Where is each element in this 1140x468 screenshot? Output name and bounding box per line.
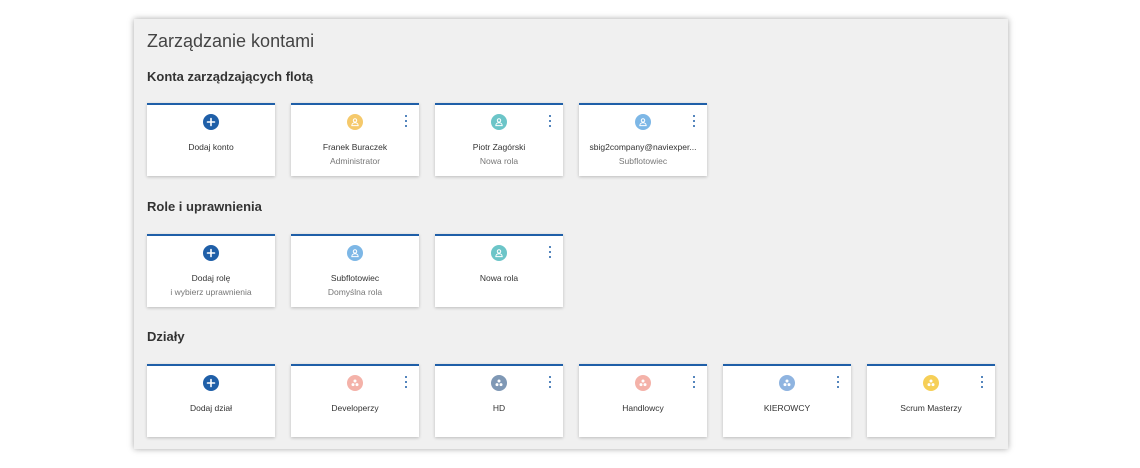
department-name: HD bbox=[492, 403, 506, 413]
department-card[interactable]: Scrum Masterzy bbox=[867, 364, 995, 437]
user-icon bbox=[491, 114, 507, 130]
role-name: Nowa rola bbox=[479, 273, 519, 283]
department-name: KIEROWCY bbox=[763, 403, 811, 413]
more-options-icon[interactable] bbox=[691, 115, 697, 127]
account-name: sbig2company@naviexper... bbox=[589, 142, 697, 152]
add-role-sublabel: i wybierz uprawnienia bbox=[170, 287, 252, 297]
role-description: Domyślna rola bbox=[327, 287, 383, 297]
department-name: Handlowcy bbox=[622, 403, 664, 413]
more-options-icon[interactable] bbox=[403, 376, 409, 388]
account-card[interactable]: Franek Buraczek Administrator bbox=[291, 103, 419, 176]
group-icon bbox=[347, 375, 363, 391]
page-title: Zarządzanie kontami bbox=[147, 31, 315, 51]
department-card[interactable]: HD bbox=[435, 364, 563, 437]
account-card[interactable]: sbig2company@naviexper... Subflotowiec bbox=[579, 103, 707, 176]
role-card[interactable]: Nowa rola bbox=[435, 234, 563, 307]
user-icon bbox=[491, 245, 507, 261]
add-account-label: Dodaj konto bbox=[188, 142, 234, 152]
department-card[interactable]: KIEROWCY bbox=[723, 364, 851, 437]
section-title-fleet: Konta zarządzających flotą bbox=[147, 69, 314, 84]
group-icon bbox=[923, 375, 939, 391]
account-role: Nowa rola bbox=[479, 156, 519, 166]
section-title-roles: Role i uprawnienia bbox=[147, 199, 262, 214]
role-card[interactable]: Subflotowiec Domyślna rola bbox=[291, 234, 419, 307]
plus-circle-icon bbox=[203, 114, 219, 130]
account-management-panel: Zarządzanie kontami Konta zarządzających… bbox=[134, 19, 1008, 449]
add-role-label: Dodaj rolę bbox=[191, 273, 231, 283]
more-options-icon[interactable] bbox=[547, 376, 553, 388]
department-card[interactable]: Developerzy bbox=[291, 364, 419, 437]
user-icon bbox=[347, 245, 363, 261]
role-name: Subflotowiec bbox=[330, 273, 380, 283]
account-name: Piotr Zagórski bbox=[472, 142, 526, 152]
more-options-icon[interactable] bbox=[547, 115, 553, 127]
add-department-label: Dodaj dział bbox=[189, 403, 233, 413]
department-name: Developerzy bbox=[331, 403, 379, 413]
account-role: Subflotowiec bbox=[618, 156, 668, 166]
account-role: Administrator bbox=[329, 156, 381, 166]
account-card[interactable]: Piotr Zagórski Nowa rola bbox=[435, 103, 563, 176]
account-name: Franek Buraczek bbox=[322, 142, 388, 152]
user-icon bbox=[347, 114, 363, 130]
user-icon bbox=[635, 114, 651, 130]
more-options-icon[interactable] bbox=[979, 376, 985, 388]
plus-circle-icon bbox=[203, 245, 219, 261]
department-name: Scrum Masterzy bbox=[900, 403, 962, 413]
group-icon bbox=[635, 375, 651, 391]
group-icon bbox=[779, 375, 795, 391]
section-title-departments: Działy bbox=[147, 329, 185, 344]
department-card[interactable]: Handlowcy bbox=[579, 364, 707, 437]
add-department-card[interactable]: Dodaj dział bbox=[147, 364, 275, 437]
plus-circle-icon bbox=[203, 375, 219, 391]
add-account-card[interactable]: Dodaj konto bbox=[147, 103, 275, 176]
more-options-icon[interactable] bbox=[403, 115, 409, 127]
add-role-card[interactable]: Dodaj rolę i wybierz uprawnienia bbox=[147, 234, 275, 307]
more-options-icon[interactable] bbox=[691, 376, 697, 388]
more-options-icon[interactable] bbox=[547, 246, 553, 258]
more-options-icon[interactable] bbox=[835, 376, 841, 388]
group-icon bbox=[491, 375, 507, 391]
